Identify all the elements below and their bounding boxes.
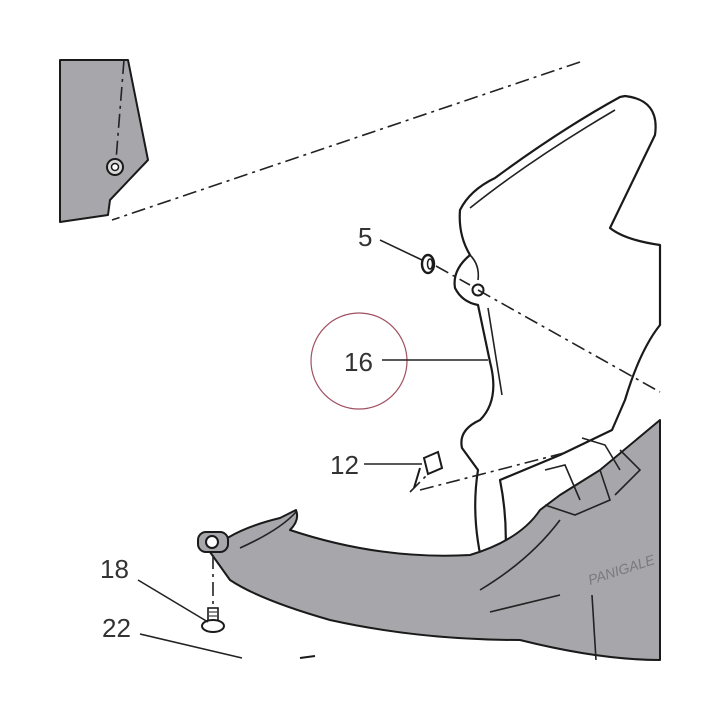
leader-line-18	[137, 579, 209, 623]
bracket-part-16	[453, 94, 662, 577]
screw-18-icon	[201, 607, 225, 633]
leader-line-5	[379, 239, 423, 261]
screw-12-icon	[413, 450, 444, 489]
callout-18: 18	[100, 554, 129, 584]
alignment-line-bracket	[477, 289, 661, 393]
bottom-edge-fragment	[299, 655, 316, 659]
leader-line-22	[139, 633, 243, 659]
alignment-line-top	[111, 61, 581, 221]
lower-fairing-panel: PANIGALE	[197, 419, 661, 661]
highlight-circle-16	[310, 312, 408, 410]
upper-fairing-fragment	[59, 59, 149, 223]
washer-5-icon	[420, 253, 471, 286]
callout-22: 22	[102, 613, 131, 643]
alignment-line-screw-12	[419, 451, 569, 491]
callout-5: 5	[358, 222, 372, 252]
callout-12: 12	[330, 450, 359, 480]
callout-16: 16	[344, 347, 373, 377]
